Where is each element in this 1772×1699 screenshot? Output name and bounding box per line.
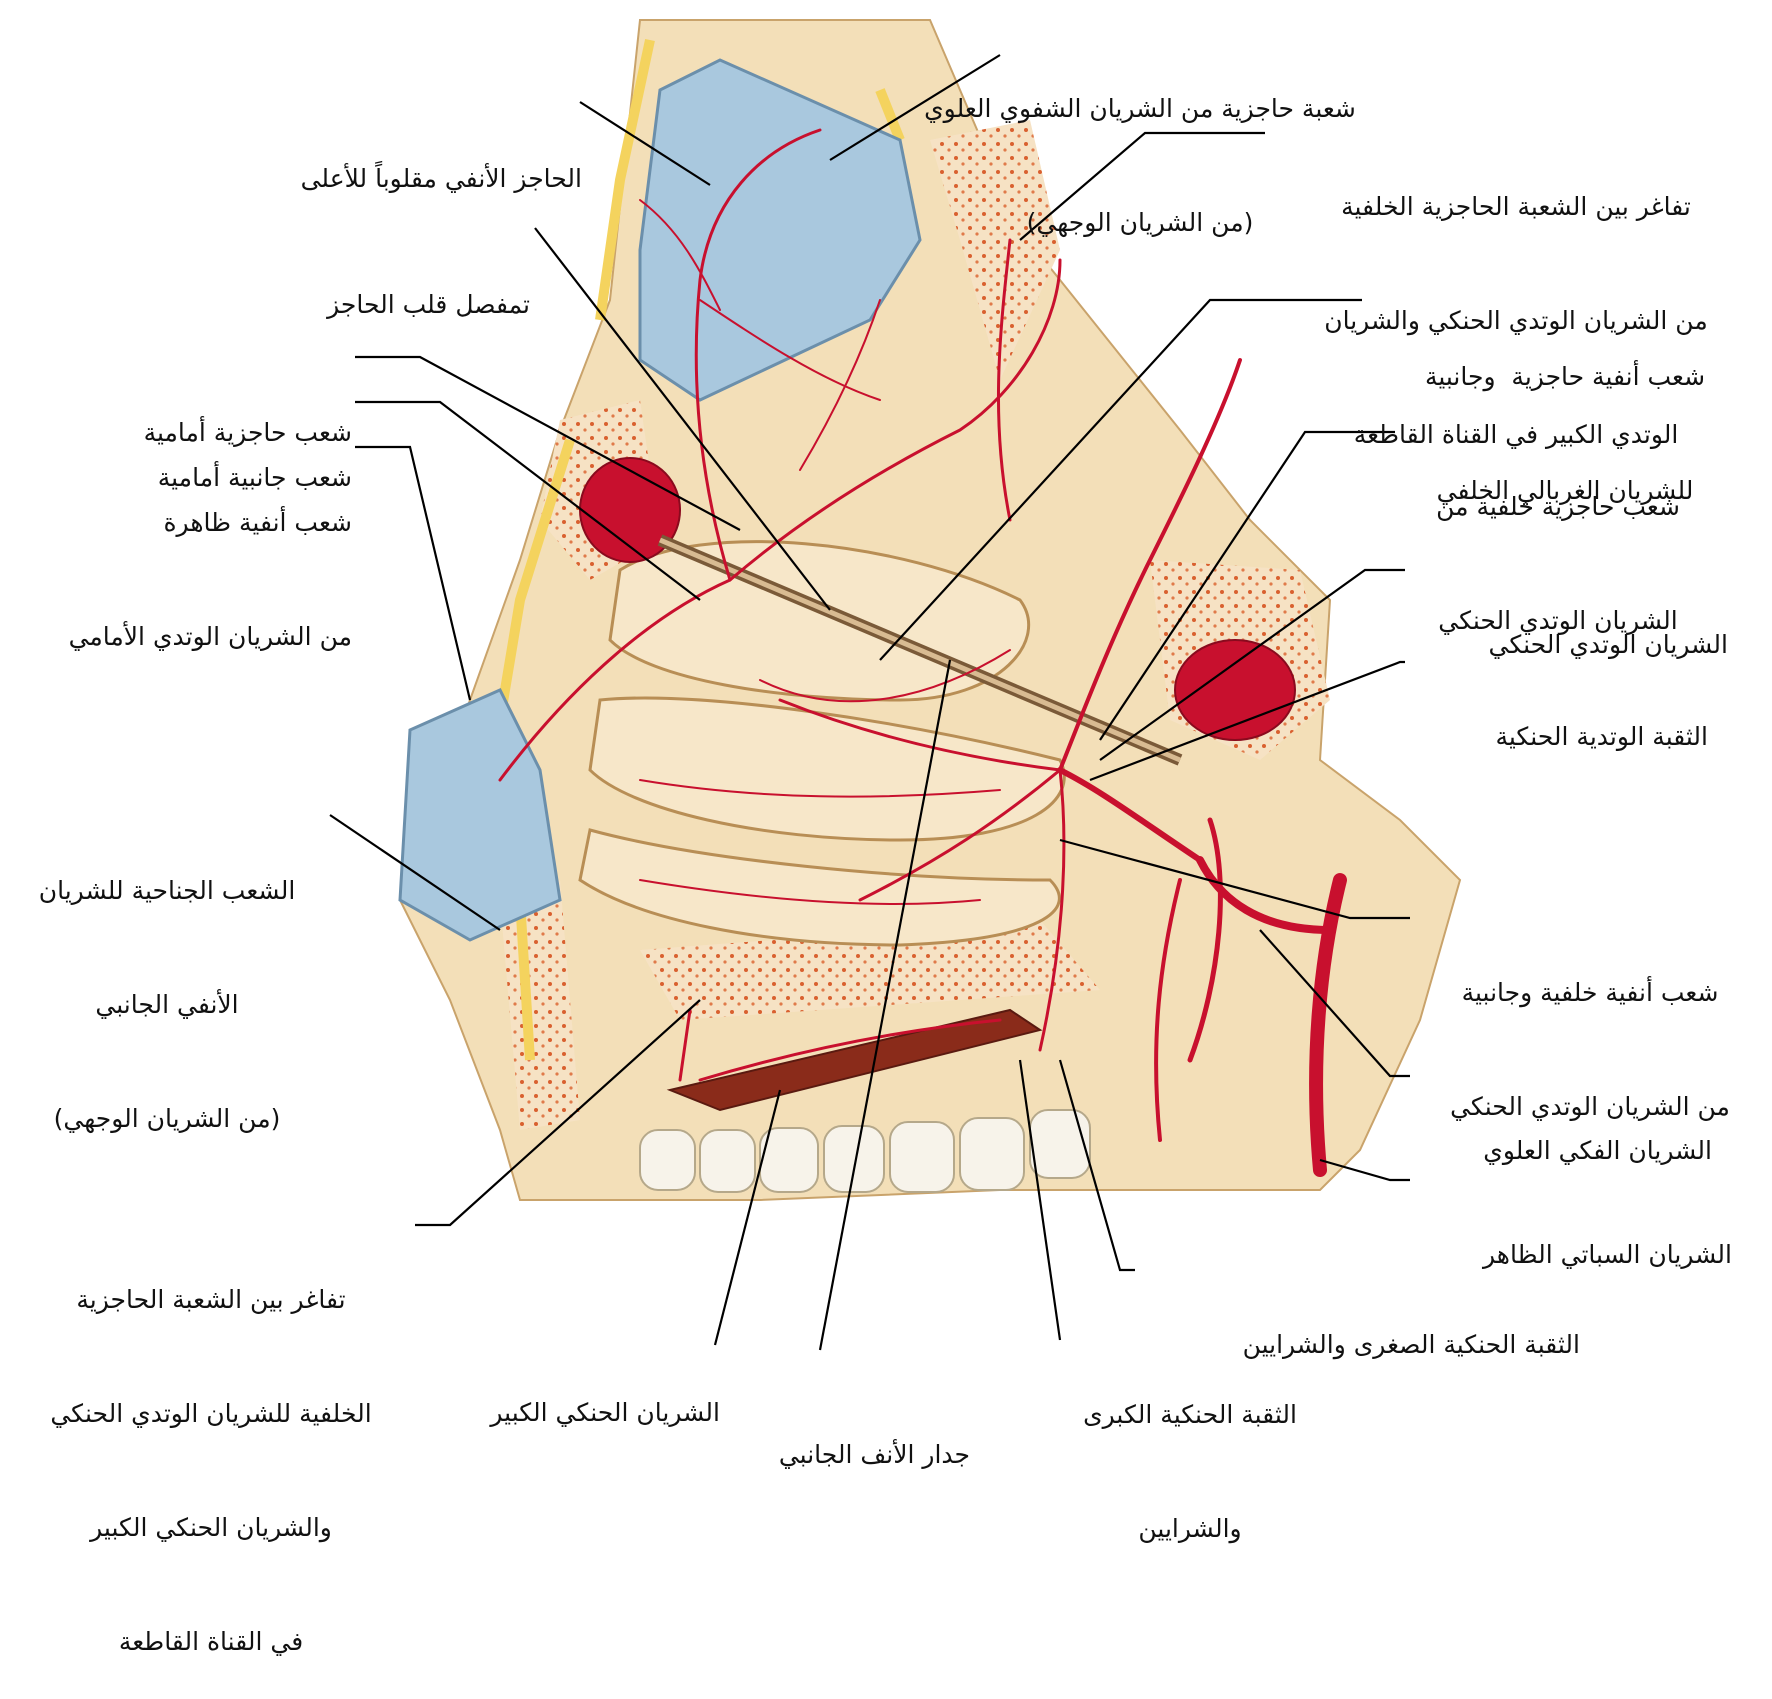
label-septum-reflected-up: الحاجز الأنفي مقلوباً للأعلى [300,164,582,193]
fat-borders [495,38,905,1061]
teeth [639,1109,1091,1193]
arteries [498,128,1347,1177]
probe-rod [657,534,1183,766]
nasal-conchae [578,540,1066,947]
label-anterior-lateral-branches: شعب جانبية أمامية [157,463,352,492]
label-lateral-nasal-wall: جدار الأنف الجانبي [778,1440,970,1469]
diagram-stage: شعبة حاجزية من الشريان الشفوي العلوي (من… [38,19,1732,1656]
label-alar-branches: الشعب الجناحية للشريان الأنفي الجانبي (م… [38,876,296,1133]
label-sphenopalatine-foramen: الثقبة الوتدية الحنكية [1495,722,1708,751]
label-anastomosis-top-right: تفاغر بين الشعبة الحاجزية الخلفية من الش… [1324,192,1708,449]
label-sphenopalatine-artery: الشريان الوتدي الحنكي [1488,630,1728,659]
palate-cavity [666,1008,1043,1112]
label-lesser-palatine: الثقبة الحنكية الصغرى والشرايين [1242,1330,1580,1359]
leader-lines [329,54,1410,1351]
label-posterior-lateral-nasal: شعب أنفية خلفية وجانبية من الشريان الوتد… [1450,978,1730,1121]
label-posterior-ethmoidal-branches: شعب أنفية حاجزية وجانبية للشريان الغربال… [1424,362,1706,505]
label-greater-palatine-foramen: الثقبة الحنكية الكبرى والشرايين [1083,1400,1297,1543]
label-septal-cartilage-joint: تمفصل قلب الحاجز [327,290,530,319]
label-anterior-septal-branches: شعب حاجزية أمامية [143,418,352,447]
label-septal-branch-superior-labial: شعبة حاجزية من الشريان الشفوي العلوي (من… [924,94,1356,237]
label-posterior-septal-sphenopalatine: شعب حاجزية خلفية من الشريان الوتدي الحنك… [1436,492,1680,635]
label-external-nasal-branches: شعب أنفية ظاهرة من الشريان الوتدي الأمام… [68,508,352,651]
nasal-anatomy-illustration [329,19,1462,1351]
label-external-carotid: الشريان السباتي الظاهر [1483,1240,1732,1269]
sinus-blood-pools [579,457,1296,741]
label-greater-palatine-artery: الشريان الحنكي الكبير [490,1398,720,1427]
label-anastomosis-bottom-left: تفاغر بين الشعبة الحاجزية الخلفية للشريا… [50,1285,372,1656]
label-maxillary-artery: الشريان الفكي العلوي [1483,1136,1712,1165]
